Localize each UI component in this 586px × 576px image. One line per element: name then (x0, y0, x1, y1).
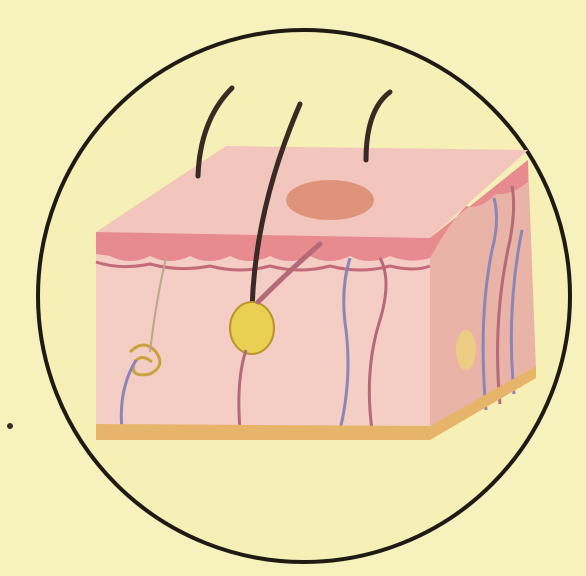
hair-follicle (230, 302, 274, 354)
mole (286, 180, 374, 220)
pointer-dot (7, 423, 13, 429)
side-gland (456, 330, 476, 370)
subcutaneous-layer-front (96, 424, 430, 440)
